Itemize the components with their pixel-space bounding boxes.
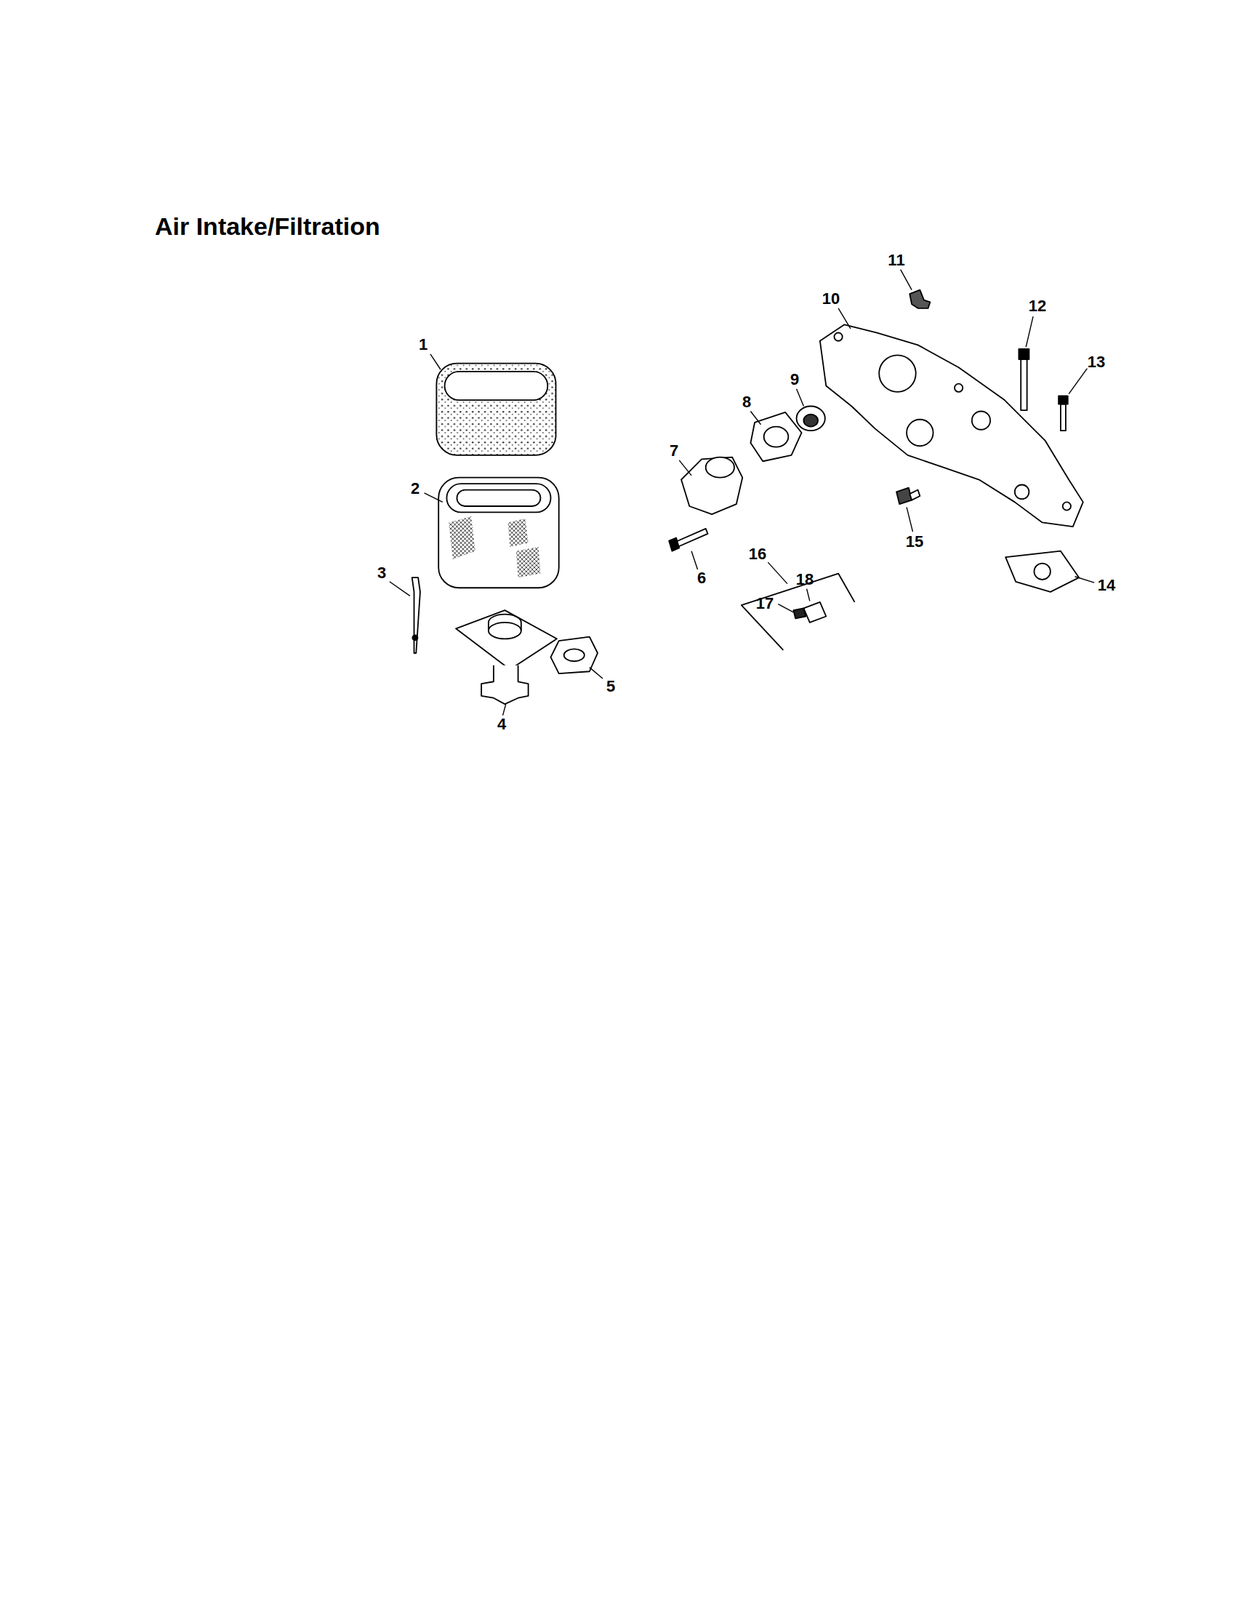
paper-element-inner <box>456 490 541 506</box>
bolt <box>1060 404 1066 431</box>
temperature-sensor-tip <box>909 490 920 501</box>
air-cleaner-base-tube <box>488 622 522 639</box>
leader-lines <box>389 269 1095 716</box>
retaining-rod-end <box>412 634 418 640</box>
callout-number: 4 <box>497 716 506 733</box>
callout-number: 8 <box>742 394 751 411</box>
leader-line <box>424 492 443 503</box>
paper-element-top <box>446 483 551 512</box>
callout-number: 16 <box>748 545 767 562</box>
leader-line <box>1068 368 1087 395</box>
gasket <box>750 412 802 461</box>
callout-number: 5 <box>606 678 616 695</box>
callout-number: 7 <box>669 442 679 459</box>
leader-line <box>589 667 603 679</box>
long-bolt <box>1020 359 1027 411</box>
callout-number: 11 <box>887 252 905 269</box>
switch-terminal <box>793 607 806 618</box>
elbow-fitting <box>909 290 930 309</box>
leader-line <box>679 460 692 476</box>
leader-line <box>1025 316 1034 347</box>
leader-line <box>691 551 698 570</box>
leader-line <box>430 354 441 370</box>
paper-element <box>438 477 560 589</box>
intake-manifold-hole <box>1062 501 1071 510</box>
thermostat <box>796 406 826 432</box>
thermostat-core <box>803 414 818 427</box>
callout-number: 12 <box>1028 298 1047 315</box>
thermostat-housing <box>681 457 743 515</box>
leader-line <box>767 561 788 584</box>
intake-manifold-port <box>1014 484 1030 500</box>
air-cleaner-base <box>455 609 557 669</box>
intake-manifold-port <box>906 419 933 446</box>
leader-line <box>777 604 794 613</box>
intake-manifold-hole <box>954 383 963 392</box>
gasket-hole <box>764 426 789 448</box>
intake-manifold <box>820 324 1084 527</box>
leader-line <box>389 581 411 597</box>
callout-number: 15 <box>905 533 924 550</box>
foam-precleaner-rim <box>444 371 549 400</box>
callout-number: 14 <box>1097 577 1116 594</box>
leader-line <box>503 703 506 715</box>
leader-line <box>750 411 761 425</box>
temperature-sensor <box>896 487 912 504</box>
intake-manifold-port <box>878 354 917 392</box>
callout-number: 2 <box>410 480 420 497</box>
leader-line <box>806 588 810 602</box>
leader-line <box>796 388 805 407</box>
leader-line <box>900 269 912 291</box>
leader-line <box>1075 576 1095 583</box>
paper-element-mesh <box>448 516 475 560</box>
callout-number: 13 <box>1087 354 1106 371</box>
thermostat-housing-outlet <box>705 457 735 478</box>
callout-number: 1 <box>418 336 428 353</box>
gasket-hole <box>1033 563 1050 580</box>
gasket <box>1005 551 1079 592</box>
intake-manifold-port <box>972 411 991 430</box>
callout-number: 17 <box>756 595 774 612</box>
air-cleaner-base-tube <box>488 614 522 631</box>
bolt-head <box>668 537 680 551</box>
page-title: Air Intake/Filtration <box>154 212 381 241</box>
callout-number: 18 <box>796 571 814 588</box>
leader-line <box>838 308 851 329</box>
callout-number: 9 <box>790 371 799 388</box>
long-bolt-head <box>1018 348 1029 360</box>
intake-manifold-hole <box>834 332 843 341</box>
paper-element-mesh <box>516 546 541 578</box>
leader-line <box>906 506 913 532</box>
gasket-hole <box>564 648 585 661</box>
paper-element-mesh <box>508 518 529 547</box>
air-cleaner-base-elbow <box>481 665 529 704</box>
retaining-rod <box>412 577 421 653</box>
foam-precleaner <box>436 363 556 456</box>
callout-number: 3 <box>377 564 387 581</box>
switch-body <box>803 601 826 623</box>
callout-number: 10 <box>822 290 840 307</box>
bolt-head <box>1058 395 1068 404</box>
callout-number: 6 <box>697 569 706 586</box>
